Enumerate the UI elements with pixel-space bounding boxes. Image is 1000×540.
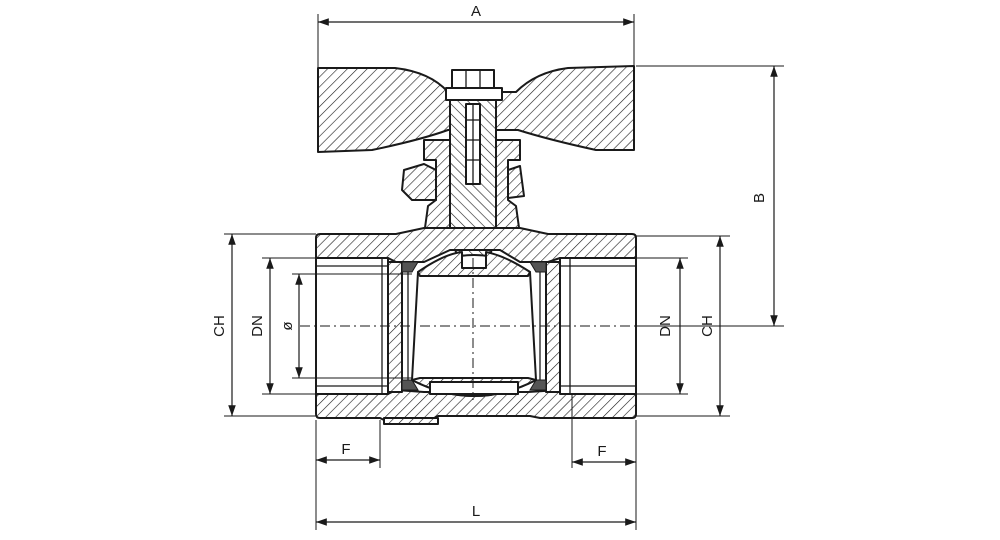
label-dn-left: DN [249, 315, 266, 337]
label-f-right: F [597, 443, 606, 460]
dimension-ch-right [636, 235, 730, 417]
dimension-a [317, 14, 635, 68]
label-b: B [751, 193, 768, 203]
dimension-dn-right [636, 257, 688, 395]
ball [411, 251, 537, 397]
handle-nut [445, 69, 503, 101]
dimension-f-left [315, 420, 381, 468]
label-dn-right: DN [657, 315, 674, 337]
inner-inserts [387, 261, 561, 393]
label-ch-left: CH [211, 315, 228, 337]
seat-seals [401, 261, 547, 391]
dimension-dn-left [262, 257, 316, 395]
dimension-l [315, 468, 637, 530]
dimension-ch-left [224, 233, 316, 417]
dimension-f-right [571, 394, 637, 468]
label-l: L [472, 503, 480, 520]
valve-body [315, 227, 637, 425]
label-ch-right: CH [699, 315, 716, 337]
dimension-b [636, 65, 784, 327]
label-a: A [471, 3, 481, 20]
label-phi: ø [279, 321, 296, 330]
label-f-left: F [341, 441, 350, 458]
dimension-phi [292, 273, 412, 379]
